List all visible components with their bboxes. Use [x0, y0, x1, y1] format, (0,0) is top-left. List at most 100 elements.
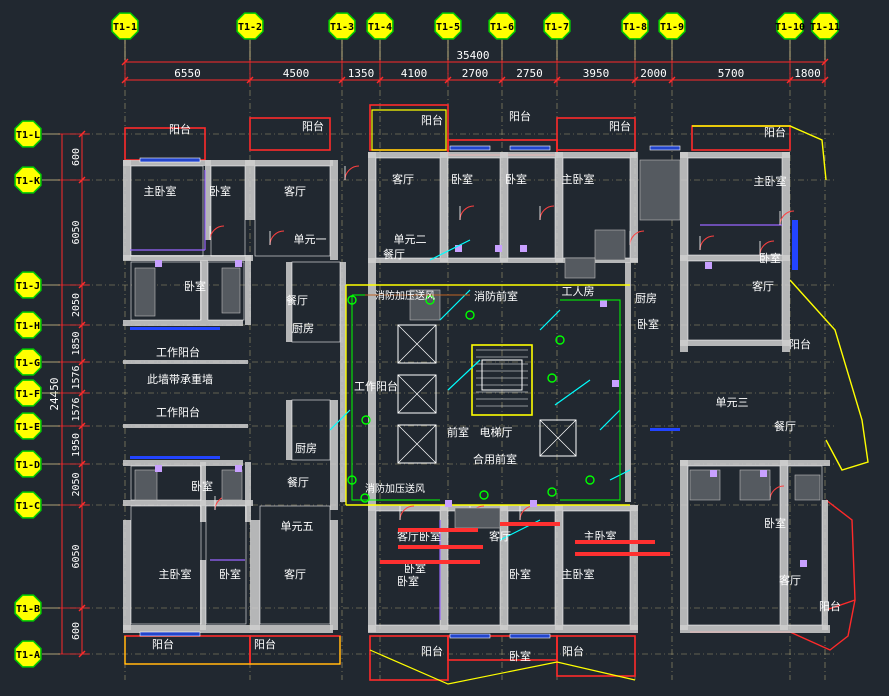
room-label: 卧室: [209, 184, 231, 198]
dim-segment-top: 4100: [401, 67, 428, 80]
wall-segment: [200, 560, 206, 630]
axis-bubble-shape: [14, 166, 42, 194]
balcony-top: [249, 117, 331, 151]
red-annotation-bar: [398, 528, 478, 532]
room-label: 餐厅: [774, 419, 796, 433]
fixture-mark: [155, 465, 162, 472]
hatched-fixture: [221, 469, 243, 501]
room-outline: [259, 505, 331, 625]
wall-segment: [680, 625, 830, 633]
pipe-riser: [465, 310, 475, 320]
pipe-run: [560, 299, 621, 501]
axis-label-left: T1-E: [16, 422, 40, 433]
wall-segment: [822, 500, 828, 630]
pipe-segment: [554, 379, 591, 406]
room-label: 主卧室: [159, 567, 192, 581]
balcony-top-inner: [371, 109, 447, 151]
dim-tick: [78, 604, 86, 612]
hatched-fixture: [134, 267, 156, 317]
axis-bubble-shape: [236, 12, 264, 40]
axis-label-left: T1-A: [16, 650, 40, 661]
wall-segment: [782, 152, 790, 352]
room-outline: [447, 157, 501, 259]
dim-total-left: 24450: [48, 377, 61, 410]
axis-label-top: T1-8: [623, 22, 647, 33]
room-label: 卧室: [505, 172, 527, 186]
balcony-right-lower: [825, 499, 856, 611]
blue-marker: [130, 456, 220, 459]
room-label: 单元五: [281, 520, 314, 533]
axis-bubble-shape: [328, 12, 356, 40]
dim-tick: [376, 76, 384, 84]
wall-segment: [555, 505, 563, 630]
room-label: 阳台: [152, 637, 174, 651]
axis-bubble-left: T1-E: [14, 412, 60, 440]
dim-segment-top: 6550: [174, 67, 201, 80]
dim-tick: [121, 58, 129, 66]
wall-segment: [780, 460, 788, 630]
axis-bubble-shape: [14, 640, 42, 668]
axis-bubble-shape: [111, 12, 139, 40]
room-label: 厨房: [635, 292, 657, 305]
pipe-segment: [329, 409, 351, 431]
pipe-riser: [555, 335, 565, 345]
pipe-riser: [360, 493, 370, 503]
dim-segment-top: 1800: [794, 67, 821, 80]
room-label: 此墙带承重墙: [147, 372, 213, 386]
wall-segment: [368, 258, 638, 263]
room-label: 客厅: [779, 573, 801, 587]
room-label: 阳台: [609, 119, 631, 133]
wall-segment: [330, 160, 338, 260]
wall-segment: [368, 152, 376, 632]
axis-bubble-left: T1-H: [14, 311, 60, 339]
room-label: 客厅: [392, 172, 414, 186]
elevator-box: [397, 424, 437, 464]
window: [509, 633, 551, 639]
red-annotation-bar: [380, 560, 480, 564]
room-outline: [130, 165, 204, 257]
elevator-shaft: [397, 374, 437, 414]
pipe-segment: [599, 409, 621, 431]
pipe-riser: [547, 373, 557, 383]
room-label: 阳台: [509, 109, 531, 123]
room-outline: [254, 165, 331, 257]
room-label: 单元三: [716, 396, 749, 409]
dim-tick: [78, 501, 86, 509]
dim-tick: [246, 76, 254, 84]
wall-segment: [440, 505, 448, 630]
dim-segment-left: 1950: [71, 433, 82, 457]
axis-label-left: T1-D: [16, 460, 40, 471]
dim-tick: [338, 76, 346, 84]
room-label: 单元一: [294, 233, 327, 246]
room-label: 单元二: [394, 233, 427, 246]
red-annotation-bar: [398, 545, 483, 549]
stair-elevator-core: [345, 284, 630, 506]
axis-label-top: T1-5: [436, 22, 460, 33]
axis-bubble-left: T1-B: [14, 594, 60, 622]
wall-segment: [123, 500, 253, 506]
axis-bubble-shape: [14, 348, 42, 376]
dim-segment-top: 2700: [462, 67, 489, 80]
dim-tick: [821, 76, 829, 84]
wall-segment: [123, 360, 248, 364]
wall-segment: [630, 505, 638, 630]
fixture-mark: [155, 260, 162, 267]
fixtures-and-pipes: [130, 159, 821, 567]
axis-bubble-shape: [14, 311, 42, 339]
room-label: 阳台: [169, 122, 191, 136]
dim-tick: [78, 422, 86, 430]
elevator-box: [397, 324, 437, 364]
fixture-mark: [600, 300, 607, 307]
dim-tick: [78, 321, 86, 329]
room-outline: [205, 505, 247, 625]
room-label: 阳台: [764, 125, 786, 139]
balcony-outlines: [124, 104, 869, 685]
axis-bubble-left: T1-A: [14, 640, 60, 668]
axis-bubble-shape: [811, 12, 839, 40]
room-label: 工作阳台: [354, 379, 398, 393]
wall-segment: [286, 400, 292, 460]
wall-segment: [123, 460, 243, 466]
room-label: 客厅: [397, 529, 419, 543]
